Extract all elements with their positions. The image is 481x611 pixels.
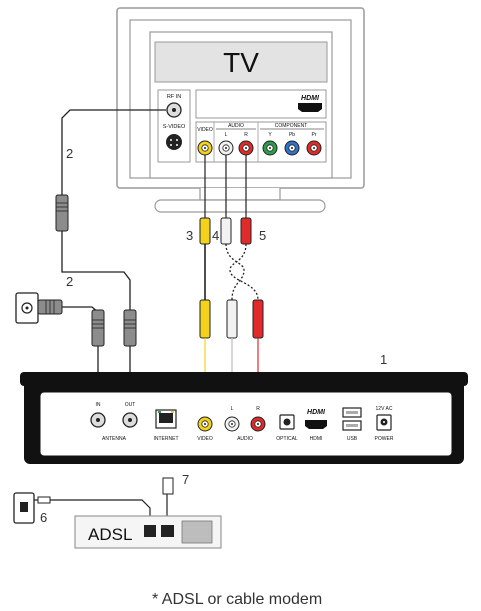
device-hdmi-logo: HDMI (307, 409, 326, 416)
callout-1: 1 (380, 352, 387, 367)
audio-r-plug-top (240, 217, 252, 245)
av-cable (199, 155, 264, 410)
modem-label: ADSL (88, 525, 132, 544)
tv-s-video-pin (170, 139, 172, 141)
tv-comp-pr-label: Pr (312, 132, 317, 138)
tv-comp-pb-port (284, 140, 300, 156)
tv-audio-l-port (218, 140, 234, 156)
device-audio-r-port (250, 416, 266, 432)
device-internet-label: INTERNET (154, 436, 179, 442)
tv-audio-r-port (238, 140, 254, 156)
tv-comp-y-port (262, 140, 278, 156)
device-usb-port (342, 420, 362, 431)
callout-3: 3 (186, 228, 193, 243)
video-plug-top (199, 217, 211, 245)
tv-hdmi-logo: HDMI (301, 95, 320, 102)
callout-6: 6 (40, 510, 47, 525)
device-usb-port (342, 407, 362, 418)
tv-audio-label: AUDIO (228, 123, 244, 129)
device-power-port (376, 414, 392, 431)
tv-title: TV (223, 47, 259, 78)
modem-display (181, 520, 213, 544)
device-internet-port (155, 409, 177, 429)
tv-stand-base (154, 199, 326, 213)
wall-antenna-socket (15, 292, 39, 324)
device-audio-l-label: L (231, 406, 234, 412)
callout-7: 7 (182, 472, 189, 487)
device-audio-label: AUDIO (237, 436, 253, 442)
tv-video-port (197, 140, 213, 156)
tv-comp-pr-port (306, 140, 322, 156)
phone-wall-socket (13, 492, 35, 524)
tv-rf-in-center (172, 108, 176, 112)
device-antenna-out-port (122, 412, 138, 428)
tv-component-label: COMPONENT (275, 123, 308, 129)
tv-rf-in-label: RF IN (167, 94, 181, 100)
callout-2-upper: 2 (66, 146, 73, 161)
cable-plug (162, 477, 174, 495)
set-top-box: IN OUT ANTENNA INTERNET L R (20, 372, 468, 464)
audio-l-plug-top (220, 217, 232, 245)
tv-video-label: VIDEO (197, 127, 213, 133)
tv-title-box (154, 41, 328, 83)
tv-audio-l-label: L (225, 132, 228, 138)
device-in-label: IN (96, 402, 101, 408)
video-plug-bottom (199, 299, 211, 339)
tv-s-video-pin (170, 144, 172, 146)
tv-comp-y-label: Y (268, 132, 272, 138)
footnote: * ADSL or cable modem (152, 591, 322, 608)
device-audio-l-port (224, 416, 240, 432)
device-antenna-label: ANTENNA (102, 436, 127, 442)
callout-2-lower: 2 (66, 274, 73, 289)
device-optical-port (279, 414, 295, 430)
device-optical-label: OPTICAL (276, 436, 298, 442)
phone-cable (34, 496, 151, 522)
device-video-label: VIDEO (197, 436, 213, 442)
tv-comp-pb-label: Pb (289, 132, 295, 138)
callout-4: 4 (212, 228, 219, 243)
audio-l-plug-bottom (226, 299, 238, 339)
cable-plug (37, 496, 51, 504)
device-hdmi-label: HDMI (310, 436, 323, 442)
modem-phone-port (144, 525, 156, 537)
device-audio-r-label: R (256, 406, 260, 412)
device-power-rating: 12V AC (376, 406, 393, 412)
modem-ethernet-port (161, 525, 174, 537)
tv-audio-r-label: R (244, 132, 248, 138)
tv-hdmi-port (298, 103, 322, 112)
tv-s-video-port (166, 134, 182, 150)
tv-stand-neck (199, 188, 281, 201)
device-video-port (197, 416, 213, 432)
tv-s-video-pin (176, 144, 178, 146)
tv-set: TV RF IN S-VIDEO HDMI VIDEO AUDIO L R CO… (116, 7, 365, 213)
device-usb-label: USB (347, 436, 358, 442)
tv-s-video-label: S-VIDEO (163, 124, 186, 130)
tv-s-video-pin (176, 139, 178, 141)
device-out-label: OUT (125, 402, 136, 408)
device-hdmi-port (305, 420, 327, 429)
antenna-cable-to-tv (55, 109, 166, 410)
audio-r-plug-bottom (252, 299, 264, 339)
adsl-modem: ADSL (74, 515, 222, 549)
device-power-label: POWER (375, 436, 394, 442)
device-antenna-in-port (90, 412, 106, 428)
tv-av-box (195, 121, 327, 163)
cable-plug (55, 194, 69, 232)
callout-5: 5 (259, 228, 266, 243)
